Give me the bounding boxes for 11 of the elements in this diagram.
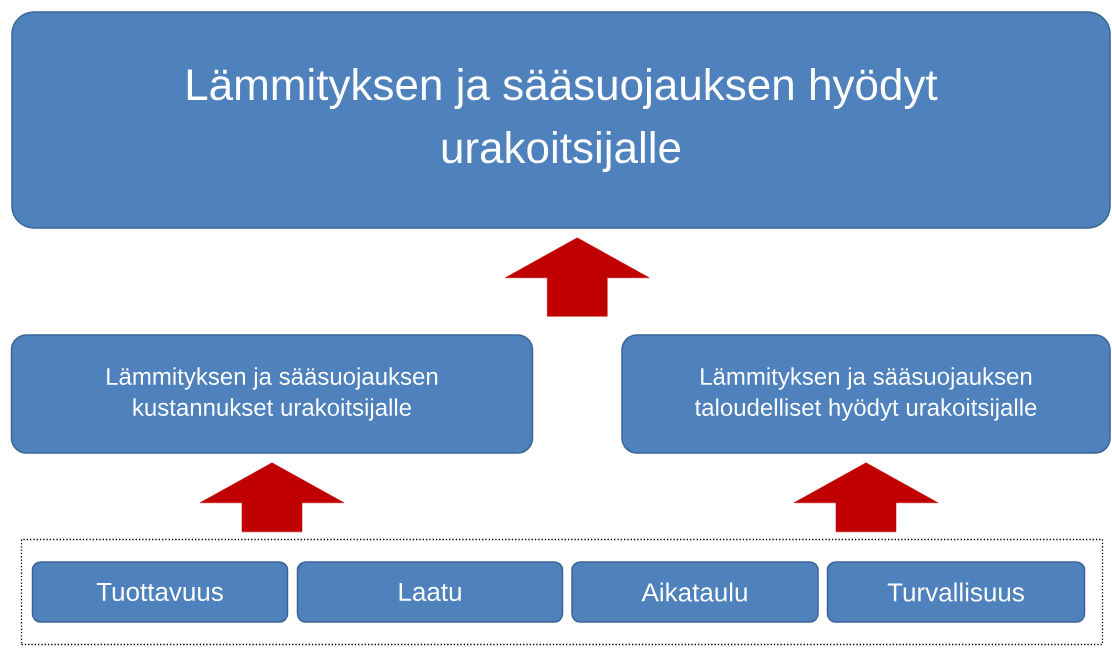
block-arrow (505, 237, 650, 317)
category-box: Laatu (296, 561, 564, 623)
category-box: Tuottavuus (31, 561, 289, 623)
category-box: Aikataulu (571, 561, 819, 623)
title-box: Lämmityksen ja sääsuojauksen hyödyt urakoitsijalle (11, 11, 1111, 229)
block-arrow (199, 462, 345, 533)
category-box: Lämmityksen ja sääsuojauksen taloudelliset hyödyt urakoitsijalle (621, 334, 1111, 454)
category-box: Lämmityksen ja sääsuojauksen kustannukset urakoitsijalle (10, 334, 534, 454)
block-arrow (793, 462, 939, 533)
dotted-frame (20, 538, 1104, 646)
category-box: Turvallisuus (826, 561, 1086, 623)
